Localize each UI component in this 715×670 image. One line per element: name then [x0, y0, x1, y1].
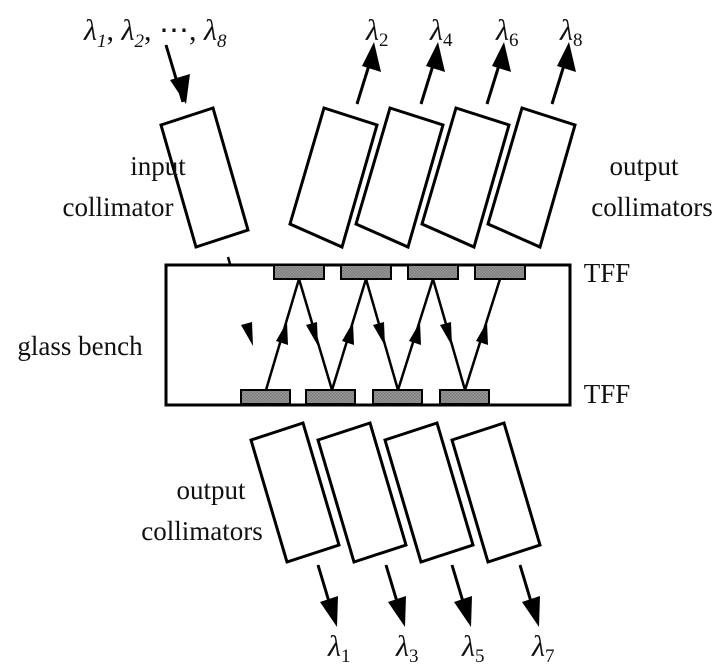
bottom-output-collimator-2 — [316, 421, 408, 564]
glass-bench-label: glass bench — [17, 331, 143, 361]
top-tff-4 — [474, 264, 526, 280]
input-wavelengths-label: λ1, λ2, ⋯, λ8 — [83, 14, 227, 52]
top-output-arrows — [355, 42, 576, 105]
bottom-output-label-line2: collimators — [141, 516, 262, 546]
bottom-tff-2 — [305, 389, 356, 405]
top-arrow-2 — [419, 42, 445, 105]
top-output-label-line1: output — [609, 151, 679, 181]
top-output-collimators — [288, 106, 577, 250]
top-output-wavelength-3: λ6 — [495, 14, 519, 51]
top-arrow-1 — [355, 42, 381, 105]
top-arrow-3 — [485, 42, 511, 105]
bottom-output-wavelength-3: λ5 — [461, 630, 485, 667]
top-output-wavelength-4: λ8 — [559, 14, 583, 51]
bottom-arrow-3 — [450, 564, 472, 627]
input-collimator-label-line1: input — [130, 151, 186, 181]
top-output-collimator-3 — [420, 106, 511, 250]
beam-arrowheads — [241, 322, 488, 346]
bottom-output-collimator-3 — [383, 421, 475, 564]
bottom-arrow-1 — [316, 564, 338, 627]
bottom-tff-4 — [439, 389, 490, 405]
bottom-output-wavelength-2: λ3 — [395, 630, 419, 667]
top-tff-filters — [273, 264, 526, 280]
top-tff-3 — [407, 264, 459, 280]
top-output-collimator-2 — [354, 106, 445, 250]
tff-top-label: TFF — [584, 258, 631, 288]
glass-bench — [164, 263, 572, 407]
bottom-output-label-line1: output — [176, 475, 246, 505]
top-output-wavelength-2: λ4 — [429, 14, 453, 51]
top-tff-1 — [273, 264, 325, 280]
top-output-wavelength-1: λ2 — [365, 14, 389, 51]
top-arrow-4 — [550, 42, 576, 105]
bottom-tff-1 — [240, 389, 291, 405]
top-output-collimator-1 — [288, 106, 379, 250]
top-output-label-line2: collimators — [591, 192, 712, 222]
bottom-tff-3 — [372, 389, 423, 405]
input-collimator — [159, 106, 250, 249]
bottom-output-arrows — [316, 564, 540, 627]
top-tff-2 — [340, 264, 392, 280]
top-output-collimator-4 — [486, 106, 577, 250]
bottom-output-wavelength-4: λ7 — [531, 630, 555, 667]
input-collimator-label-line2: collimator — [63, 192, 174, 222]
bottom-output-collimators — [249, 421, 542, 564]
bottom-arrow-2 — [384, 564, 406, 627]
bottom-output-collimator-4 — [450, 421, 542, 564]
input-arrow — [164, 44, 190, 104]
bottom-arrow-4 — [518, 564, 540, 627]
tff-bottom-label: TFF — [584, 379, 631, 409]
bottom-output-collimator-1 — [249, 421, 341, 564]
bottom-output-wavelength-1: λ1 — [327, 630, 351, 667]
